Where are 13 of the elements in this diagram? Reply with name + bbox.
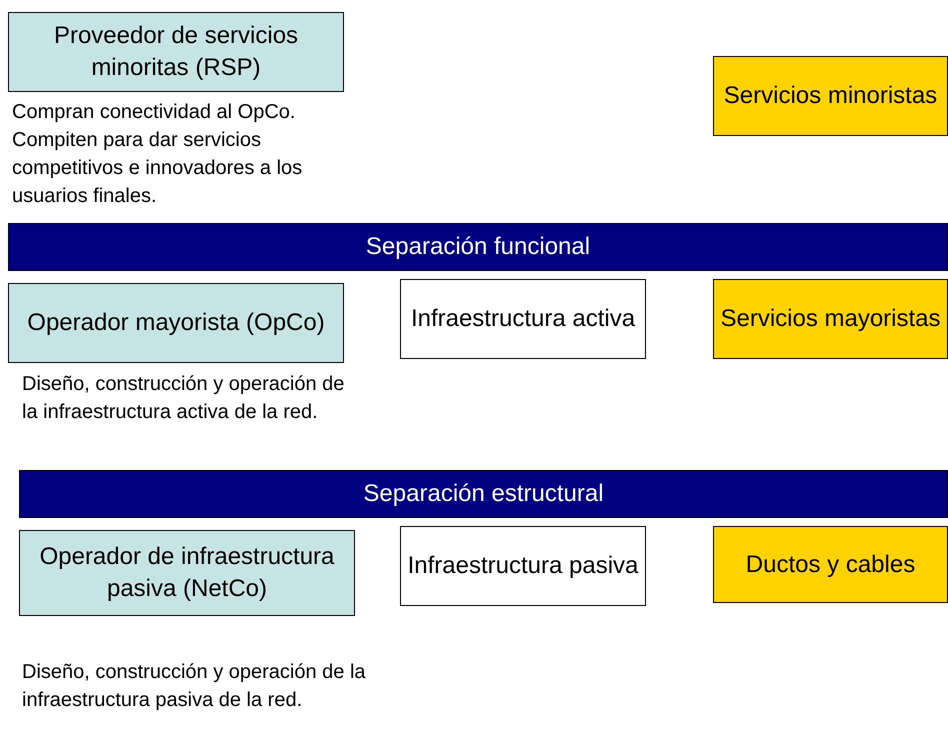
role-box: Operador mayorista (OpCo) [8, 283, 344, 363]
description-text: Compran conectividad al OpCo. Compiten para dar servicios competitivos e innovadores a los usuarios finales. [12, 100, 304, 209]
separation-band: Separación funcional [8, 223, 948, 271]
service-box: Servicios minoristas [713, 56, 948, 136]
infrastructure-box: Infraestructura activa [400, 279, 646, 359]
infrastructure-box: Infraestructura pasiva [400, 526, 646, 606]
description-text: Diseño, construcción y operación de la infraestructura pasiva de la red. [22, 660, 367, 713]
separation-band: Separación estructural [19, 470, 948, 518]
service-box: Servicios mayoristas [713, 279, 948, 359]
description-text: Diseño, construcción y operación de la infraestructura activa de la red. [22, 372, 346, 425]
role-box: Proveedor de servicios minoritas (RSP) [8, 12, 344, 92]
role-box: Operador de infraestructura pasiva (NetCo) [19, 530, 355, 616]
service-box: Ductos y cables [713, 526, 948, 603]
